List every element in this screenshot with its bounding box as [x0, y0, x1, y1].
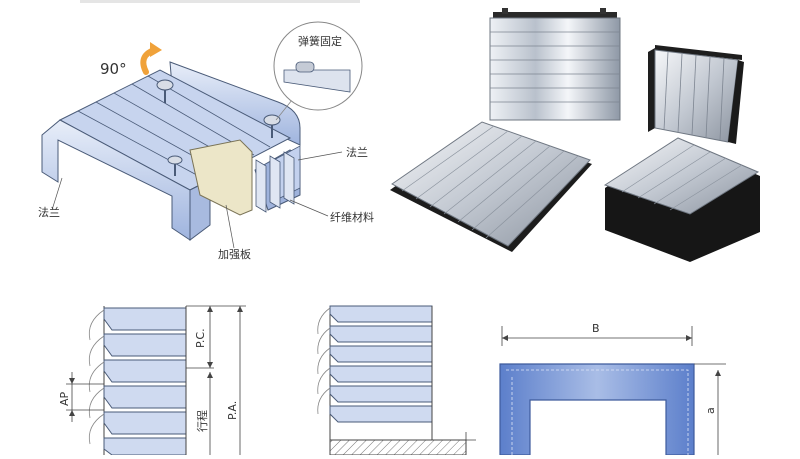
- front-flange: [41, 119, 191, 241]
- section-drawing-c: B a: [499, 322, 726, 456]
- base-hatch: [329, 439, 467, 456]
- fiber-folds: [255, 151, 295, 213]
- section-drawing-a: P.C. P.A. 行程 AP: [58, 305, 246, 456]
- label-reinforcing-plate: 加强板: [218, 247, 251, 261]
- angle-label: 90°: [100, 60, 127, 78]
- b-label: B: [592, 322, 600, 335]
- ap-label: AP: [58, 391, 71, 406]
- pa-label: P.A.: [226, 401, 239, 420]
- label-fiber-material: 纤维材料: [330, 210, 374, 224]
- spring-clip-1: [156, 79, 174, 103]
- label-flange-left: 法兰: [38, 205, 60, 219]
- stroke-label: 行程: [196, 410, 209, 432]
- product-photo-angled: [648, 45, 744, 144]
- callout-label: 弹簧固定: [298, 34, 342, 48]
- pc-label: P.C.: [194, 328, 207, 348]
- label-flange-right: 法兰: [346, 145, 368, 159]
- spring-detail-icon: [295, 61, 315, 73]
- spring-clip-2: [263, 114, 281, 138]
- a-label: a: [704, 407, 717, 414]
- product-photo-box: [603, 137, 760, 262]
- product-photo-upright: [489, 8, 621, 121]
- u-profile: [499, 363, 695, 456]
- section-drawing-b: [317, 305, 476, 456]
- exploded-cover-diagram: 90° 弹簧固定 法兰 法兰 纤维材料 加强板: [38, 21, 374, 261]
- product-photo-flat: [390, 121, 592, 252]
- reinforcing-plate: [189, 139, 253, 216]
- spring-clip-3: [167, 155, 183, 176]
- top-rule: [80, 0, 360, 3]
